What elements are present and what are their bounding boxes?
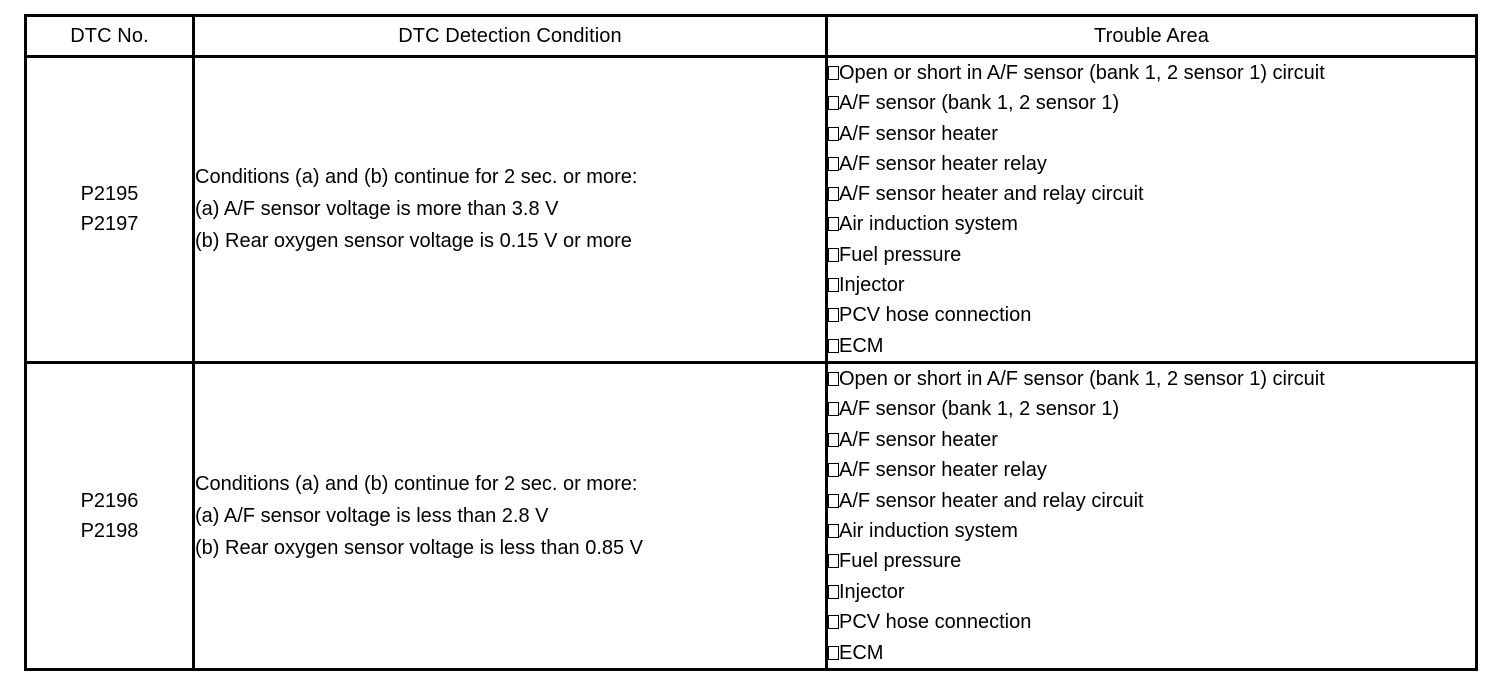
trouble-area-label: A/F sensor (bank 1, 2 sensor 1) [839, 92, 1120, 115]
dtc-no-cell: P2196 P2198 [24, 360, 195, 672]
table-body: P2195 P2197 Conditions (a) and (b) conti… [24, 55, 1478, 672]
list-item: Air induction system [828, 209, 1475, 239]
list-item: A/F sensor (bank 1, 2 sensor 1) [828, 394, 1475, 424]
trouble-area-label: A/F sensor heater and relay circuit [839, 489, 1144, 512]
box-bullet-icon [828, 308, 839, 323]
list-item: Air induction system [828, 516, 1475, 546]
dtc-code: P2197 [80, 213, 139, 236]
condition-line: Conditions (a) and (b) continue for 2 se… [195, 473, 638, 495]
trouble-area-label: Injector [839, 580, 905, 603]
trouble-area-label: PCV hose connection [839, 304, 1032, 327]
list-item: ECM [828, 638, 1475, 668]
box-bullet-icon [828, 126, 839, 141]
list-item: A/F sensor heater relay [828, 455, 1475, 485]
list-item: PCV hose connection [828, 300, 1475, 330]
dtc-code: P2195 [80, 183, 139, 206]
table-header: DTC No. DTC Detection Condition Trouble … [24, 14, 1478, 58]
trouble-area-label: Open or short in A/F sensor (bank 1, 2 s… [839, 62, 1325, 84]
box-bullet-icon [828, 463, 839, 478]
trouble-area-label: PCV hose connection [839, 611, 1032, 634]
box-bullet-icon [828, 615, 839, 630]
list-item: ECM [828, 331, 1475, 361]
trouble-area-label: A/F sensor heater relay [839, 459, 1047, 482]
list-item: Fuel pressure [828, 546, 1475, 576]
list-item: Open or short in A/F sensor (bank 1, 2 s… [828, 364, 1475, 394]
trouble-area-label: Injector [839, 274, 905, 297]
box-bullet-icon [828, 247, 839, 262]
box-bullet-icon [828, 96, 839, 111]
condition-line: (b) Rear oxygen sensor voltage is less t… [195, 537, 644, 559]
trouble-area-label: A/F sensor heater and relay circuit [839, 183, 1144, 206]
box-bullet-icon [828, 432, 839, 447]
dtc-code: P2198 [80, 520, 139, 542]
box-bullet-icon [828, 524, 839, 538]
box-bullet-icon [828, 493, 839, 508]
list-item: A/F sensor heater [828, 119, 1475, 149]
trouble-area-list: Open or short in A/F sensor (bank 1, 2 s… [828, 364, 1475, 668]
detection-condition-cell: Conditions (a) and (b) continue for 2 se… [192, 360, 828, 672]
dtc-diagnostic-table: DTC No. DTC Detection Condition Trouble … [24, 14, 1478, 672]
trouble-area-label: A/F sensor (bank 1, 2 sensor 1) [839, 398, 1120, 421]
dtc-code: P2196 [80, 490, 139, 512]
trouble-area-label: Open or short in A/F sensor (bank 1, 2 s… [839, 367, 1325, 390]
detection-condition-cell: Conditions (a) and (b) continue for 2 se… [192, 55, 828, 364]
box-bullet-icon [828, 338, 839, 353]
list-item: A/F sensor (bank 1, 2 sensor 1) [828, 88, 1475, 118]
list-item: Fuel pressure [828, 240, 1475, 270]
list-item: A/F sensor heater and relay circuit [828, 179, 1475, 209]
box-bullet-icon [828, 584, 839, 599]
trouble-area-cell: Open or short in A/F sensor (bank 1, 2 s… [825, 55, 1478, 364]
box-bullet-icon [828, 554, 839, 569]
box-bullet-icon [828, 278, 839, 293]
trouble-area-label: Air induction system [839, 520, 1018, 542]
list-item: A/F sensor heater [828, 425, 1475, 455]
column-header-trouble-area: Trouble Area [825, 14, 1478, 58]
condition-line: Conditions (a) and (b) continue for 2 se… [195, 166, 638, 189]
trouble-area-label: Fuel pressure [839, 550, 962, 573]
condition-line: (b) Rear oxygen sensor voltage is 0.15 V… [195, 230, 632, 253]
box-bullet-icon [828, 187, 839, 202]
trouble-area-label: ECM [839, 334, 884, 357]
list-item: Open or short in A/F sensor (bank 1, 2 s… [828, 58, 1475, 88]
box-bullet-icon [828, 66, 839, 80]
trouble-area-list: Open or short in A/F sensor (bank 1, 2 s… [828, 58, 1475, 361]
trouble-area-label: ECM [839, 641, 884, 664]
list-item: PCV hose connection [828, 607, 1475, 637]
dtc-no-cell: P2195 P2197 [24, 55, 195, 364]
condition-line: (a) A/F sensor voltage is less than 2.8 … [195, 505, 549, 527]
trouble-area-label: A/F sensor heater [839, 122, 998, 145]
box-bullet-icon [828, 217, 839, 232]
table-header-row: DTC No. DTC Detection Condition Trouble … [24, 14, 1478, 58]
box-bullet-icon [828, 402, 839, 417]
trouble-area-label: A/F sensor heater [839, 428, 998, 451]
column-header-dtc-no: DTC No. [24, 14, 195, 58]
condition-line: (a) A/F sensor voltage is more than 3.8 … [195, 198, 559, 221]
trouble-area-cell: Open or short in A/F sensor (bank 1, 2 s… [825, 360, 1478, 672]
list-item: Injector [828, 577, 1475, 607]
list-item: Injector [828, 270, 1475, 300]
table-row: P2196 P2198 Conditions (a) and (b) conti… [24, 360, 1478, 672]
list-item: A/F sensor heater relay [828, 149, 1475, 179]
box-bullet-icon [828, 645, 839, 660]
box-bullet-icon [828, 156, 839, 171]
trouble-area-label: Fuel pressure [839, 243, 962, 266]
table-row: P2195 P2197 Conditions (a) and (b) conti… [24, 55, 1478, 364]
trouble-area-label: A/F sensor heater relay [839, 152, 1047, 175]
trouble-area-label: Air induction system [839, 213, 1018, 236]
column-header-detection-condition: DTC Detection Condition [192, 14, 828, 58]
box-bullet-icon [828, 371, 839, 386]
list-item: A/F sensor heater and relay circuit [828, 486, 1475, 516]
